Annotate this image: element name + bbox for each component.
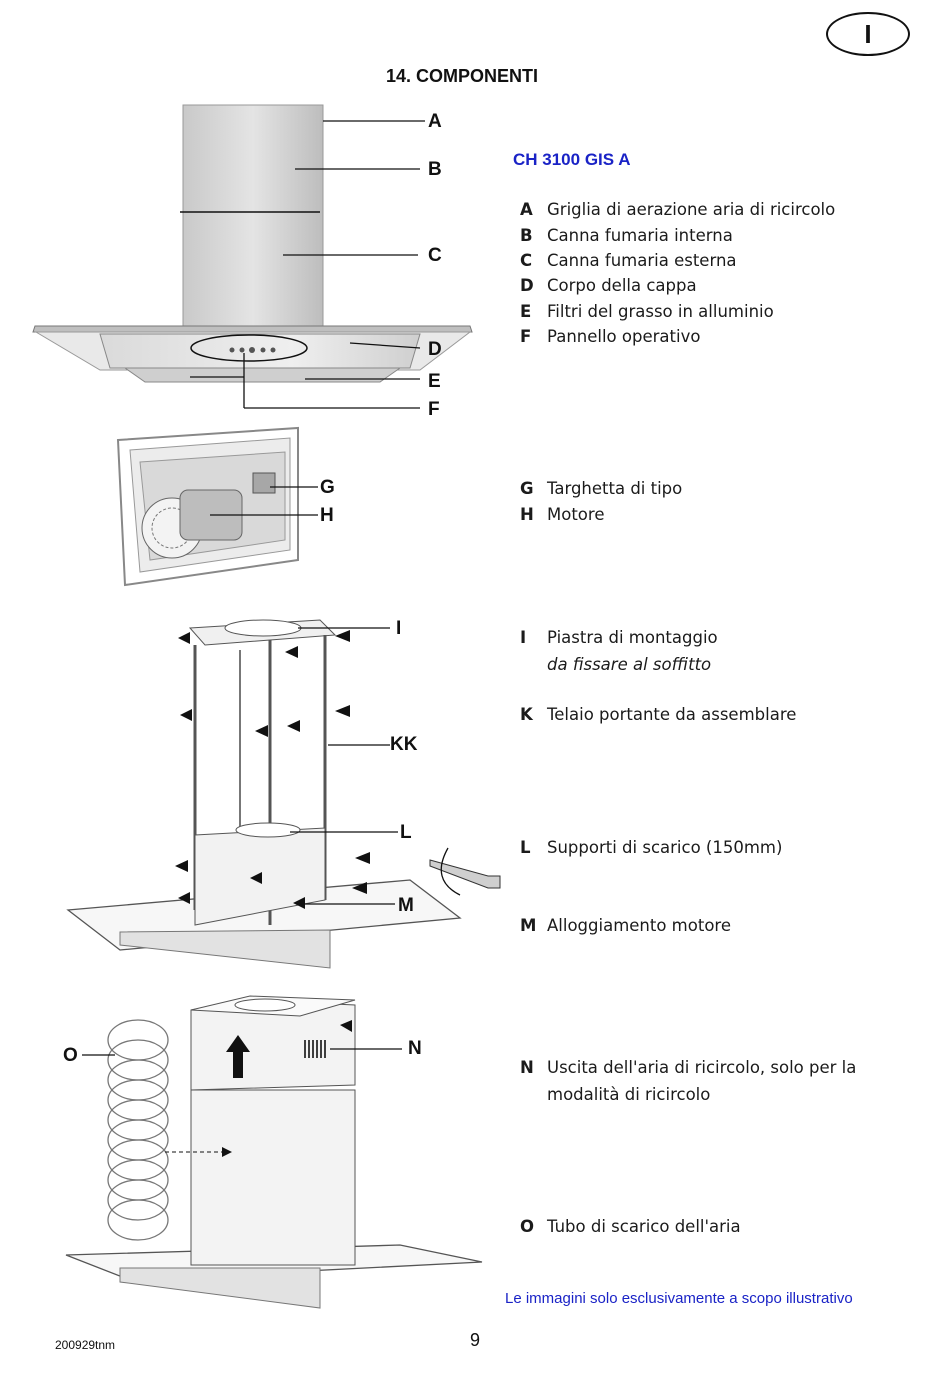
callout-kk: KK	[390, 734, 418, 755]
legend-item-l: L Supporti di scarico (150mm)	[520, 838, 782, 857]
legend-item-g: G Targhetta di tipo	[520, 479, 682, 498]
callout-a: A	[428, 111, 442, 132]
legend-text: Griglia di aerazione aria di ricircolo	[547, 200, 836, 219]
legend-item-m: M Alloggiamento motore	[520, 916, 731, 935]
callout-f: F	[428, 399, 440, 420]
legend-text: Canna fumaria esterna	[547, 251, 737, 270]
control-panel-highlight	[190, 334, 308, 362]
legend-key: A	[520, 200, 533, 219]
legend-key: B	[520, 226, 533, 245]
legend-key: K	[520, 705, 533, 724]
legend-key: N	[520, 1058, 534, 1077]
legend-key: F	[520, 327, 532, 346]
legend-key: L	[520, 838, 531, 857]
legend-text: Tubo di scarico dell'aria	[547, 1217, 741, 1236]
legend-key: G	[520, 479, 534, 498]
callout-m: M	[398, 895, 414, 916]
legend-text: Telaio portante da assemblare	[547, 705, 797, 724]
legend-text: Motore	[547, 505, 605, 524]
legend-key: D	[520, 276, 534, 295]
page-number: 9	[470, 1330, 481, 1350]
legend-item-i: I Piastra di montaggio	[520, 628, 718, 647]
frame-assembly-drawing	[66, 619, 501, 969]
document-reference: 200929tnm	[55, 1338, 116, 1352]
language-badge: I	[826, 12, 910, 56]
legend-item-o: O Tubo di scarico dell'aria	[520, 1217, 741, 1236]
callout-e: E	[428, 371, 441, 392]
callout-c: C	[428, 245, 442, 266]
callout-l: L	[400, 822, 412, 843]
legend-item-n: N Uscita dell'aria di ricircolo, solo per…	[520, 1058, 856, 1077]
legend-item-d: D Corpo della cappa	[520, 276, 697, 295]
legend-text: Canna fumaria interna	[547, 226, 733, 245]
legend-item-b: B Canna fumaria interna	[520, 226, 733, 245]
callout-g: G	[320, 477, 335, 498]
legend-text: Supporti di scarico (150mm)	[547, 838, 783, 857]
legend-item-h: H Motore	[520, 505, 604, 524]
legend-item-k: K Telaio portante da assemblare	[520, 705, 796, 724]
motor-view-drawing	[116, 426, 318, 587]
legend-item-e: E Filtri del grasso in alluminio	[520, 302, 774, 321]
glass-canopy	[32, 325, 473, 333]
legend-text: Piastra di montaggio	[547, 628, 718, 647]
legend-key: I	[520, 628, 527, 647]
model-name: CH 3100 GIS A	[513, 150, 631, 169]
legend-text: Uscita dell'aria di ricircolo, solo per …	[547, 1058, 857, 1077]
callout-h: H	[320, 505, 334, 526]
legend-key: O	[520, 1217, 535, 1236]
callout-b: B	[428, 159, 442, 180]
chimney-and-hose-drawing	[65, 995, 483, 1309]
legend-text: Pannello operativo	[547, 327, 701, 346]
legend-item-i-note: da fissare al soffitto	[547, 655, 712, 674]
legend-key: C	[520, 251, 533, 270]
callout-d: D	[428, 339, 442, 360]
hood-overview-drawing	[32, 104, 473, 409]
legend-item-n-continued: modalità di ricircolo	[547, 1085, 711, 1104]
legend-key: H	[520, 505, 534, 524]
callout-o: O	[63, 1045, 78, 1066]
legend-text: Corpo della cappa	[547, 276, 697, 295]
legend-text: Filtri del grasso in alluminio	[547, 302, 774, 321]
legend-item-a: A Griglia di aerazione aria di ricircolo	[520, 200, 835, 219]
legend-key: M	[520, 916, 537, 935]
legend-item-f: F Pannello operativo	[520, 327, 700, 346]
page-title: 14. COMPONENTI	[386, 66, 539, 86]
legend-text: Targhetta di tipo	[547, 479, 683, 498]
legend-item-c: C Canna fumaria esterna	[520, 251, 737, 270]
legend-key: E	[520, 302, 532, 321]
illustration-disclaimer: Le immagini solo esclusivamente a scopo …	[505, 1290, 853, 1307]
chimney	[182, 104, 324, 331]
legend-text: Alloggiamento motore	[547, 916, 731, 935]
callout-i: I	[396, 618, 402, 639]
callout-n: N	[408, 1038, 422, 1059]
